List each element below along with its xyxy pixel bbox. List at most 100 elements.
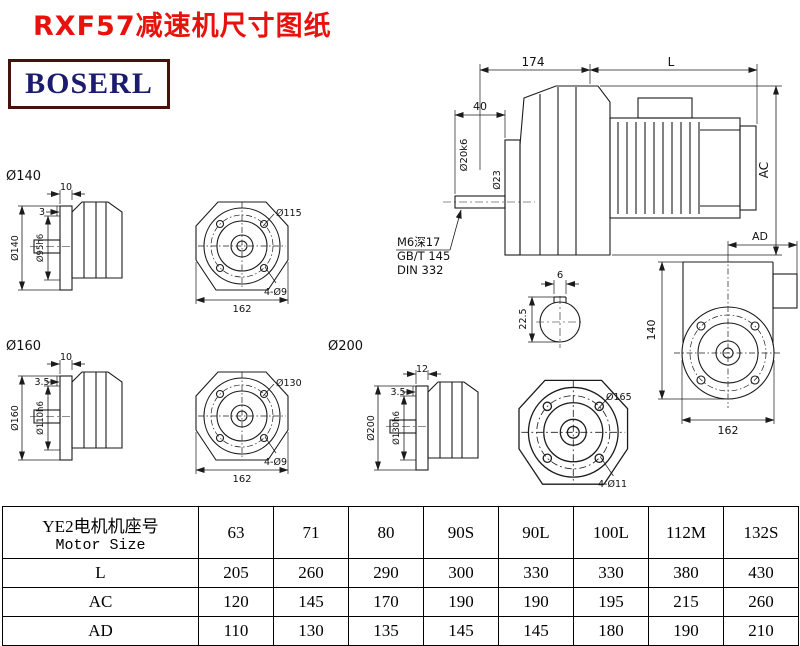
cell: 290 [348, 558, 424, 588]
flange160-front-view [195, 371, 289, 461]
cell: 430 [723, 558, 799, 588]
flange200-drawing: Ø200 12 3.5 Ø200 Ø130h6 Ø165 4-Ø11 [328, 339, 632, 490]
col-header: 112M [648, 506, 724, 559]
main-assembly-view: 174 L 40 Ø20k6 Ø23 AC M6深17 GB/T 145 DIN… [396, 55, 798, 437]
note-tap-hole: M6深17 [397, 235, 440, 249]
motor-dimension-table: YE2电机机座号 Motor Size 63 71 80 90S 90L 100… [2, 506, 799, 646]
cell: 260 [273, 558, 349, 588]
flange160-drawing: Ø160 10 3.5 Ø160 Ø110h6 Ø130 4-Ø9 162 [6, 339, 302, 485]
flange200-spigot-dia: Ø130h6 [391, 411, 402, 445]
flange200-label: Ø200 [328, 339, 363, 354]
flange160-bolt-circle: Ø130 [276, 378, 302, 389]
flange160-label: Ø160 [6, 339, 41, 354]
page-title: RXF57减速机尺寸图纸 [33, 11, 332, 42]
dim-AC-label: AC [757, 162, 771, 178]
note-din: DIN 332 [397, 263, 443, 277]
col-header: 90S [423, 506, 499, 559]
key-width-label: 6 [557, 270, 563, 281]
cell: 300 [423, 558, 499, 588]
motor-size-header-cn: YE2电机机座号 [42, 516, 159, 536]
table-header-row: YE2电机机座号 Motor Size 63 71 80 90S 90L 100… [2, 506, 799, 559]
col-header: 63 [198, 506, 274, 559]
flange160-outer-dia: Ø160 [10, 405, 21, 431]
flange140-spigot-dia: Ø95h6 [35, 234, 46, 262]
cell: 180 [573, 616, 649, 646]
flange140-outer-dia: Ø140 [10, 235, 21, 261]
flange160-spigot-dia: Ø110h6 [35, 401, 46, 435]
flange140-side-view [18, 190, 122, 290]
flange140-label: Ø140 [6, 169, 41, 184]
table-row-L: L 205 260 290 300 330 330 380 430 [2, 558, 799, 588]
flange140-drawing: Ø140 10 3 Ø140 Ø95h6 Ø115 4-Ø9 162 [6, 169, 302, 315]
cell: 380 [648, 558, 724, 588]
flange160-side-view [18, 360, 122, 460]
dim-AD-label: AD [752, 230, 768, 243]
flange160-width: 162 [232, 474, 251, 485]
table-row-AC: AC 120 145 170 190 190 195 215 260 [2, 587, 799, 617]
cell: 170 [348, 587, 424, 617]
dim-174-label: 174 [522, 55, 545, 69]
cell: 135 [348, 616, 424, 646]
cell: 260 [723, 587, 799, 617]
cell: 210 [723, 616, 799, 646]
shaft-diameter-label: Ø20k6 [458, 139, 470, 172]
cell: 190 [423, 587, 499, 617]
col-header: 100L [573, 506, 649, 559]
flange140-thickness: 10 [60, 182, 72, 193]
cell: 145 [498, 616, 574, 646]
flange200-side-view [374, 370, 478, 470]
fan-cover [739, 125, 757, 211]
col-header: 71 [273, 506, 349, 559]
flange200-holes: 4-Ø11 [598, 479, 627, 490]
row-label-AD: AD [2, 616, 199, 646]
flange140-front-view [195, 201, 289, 291]
shoulder-diameter-label: Ø23 [492, 170, 503, 190]
flange200-thickness: 12 [416, 364, 428, 375]
dim-L-label: L [668, 55, 675, 69]
col-header: 90L [498, 506, 574, 559]
col-header: 132S [723, 506, 799, 559]
row-label-AC: AC [2, 587, 199, 617]
cell: 145 [423, 616, 499, 646]
motor-size-header-en: Motor Size [55, 536, 146, 554]
terminal-box [637, 97, 693, 119]
dim-162-label: 162 [718, 424, 739, 437]
cell: 110 [198, 616, 274, 646]
housing-flange [504, 139, 521, 256]
flange160-holes: 4-Ø9 [264, 457, 287, 468]
cell: 330 [573, 558, 649, 588]
flange200-bolt-circle: Ø165 [606, 392, 632, 403]
flange140-step: 3 [39, 207, 45, 218]
motor-body [609, 117, 741, 219]
cell: 120 [198, 587, 274, 617]
flange200-outer-dia: Ø200 [366, 415, 377, 441]
technical-drawing: 174 L 40 Ø20k6 Ø23 AC M6深17 GB/T 145 DIN… [6, 55, 798, 490]
cell: 145 [273, 587, 349, 617]
flange160-step: 3.5 [34, 377, 49, 388]
flange160-thickness: 10 [60, 352, 72, 363]
cell: 205 [198, 558, 274, 588]
cell: 330 [498, 558, 574, 588]
dim-140-label: 140 [645, 320, 658, 341]
col-header: 80 [348, 506, 424, 559]
gearbox-front-view: 140 162 AD [645, 230, 798, 437]
keyway-section-detail: 6 22.5 [518, 270, 584, 348]
terminal-box-front [772, 273, 798, 309]
dim-40-label: 40 [473, 100, 487, 113]
cell: 190 [648, 616, 724, 646]
cell: 215 [648, 587, 724, 617]
flange140-width: 162 [232, 304, 251, 315]
cell: 130 [273, 616, 349, 646]
motor-size-header-cell: YE2电机机座号 Motor Size [2, 506, 199, 559]
row-label-L: L [2, 558, 199, 588]
flange140-holes: 4-Ø9 [264, 287, 287, 298]
flange200-step: 3.5 [390, 387, 405, 398]
table-row-AD: AD 110 130 135 145 145 180 190 210 [2, 616, 799, 646]
brand-logo: BOSERL [8, 59, 170, 109]
note-gbt: GB/T 145 [397, 249, 450, 263]
cell: 190 [498, 587, 574, 617]
gear-housing [519, 85, 611, 256]
key-height-label: 22.5 [518, 308, 529, 329]
cell: 195 [573, 587, 649, 617]
flange140-bolt-circle: Ø115 [276, 208, 302, 219]
